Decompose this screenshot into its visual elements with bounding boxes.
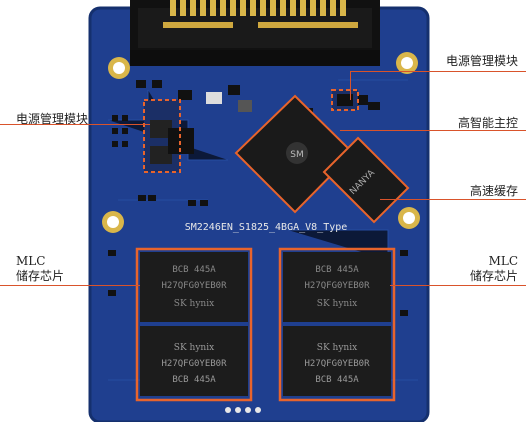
- callout-line-controller: [340, 130, 526, 131]
- svg-text:SK hynix: SK hynix: [174, 299, 214, 309]
- label-mlc-right: MLC 储存芯片: [470, 254, 518, 284]
- svg-text:H27QFG0YEB0R: H27QFG0YEB0R: [161, 281, 227, 291]
- label-power-module-left: 电源管理模块: [16, 112, 89, 126]
- callout-line-mlc-left: [0, 285, 140, 286]
- svg-text:SK hynix: SK hynix: [317, 299, 357, 309]
- nand-chip-right-top: BCB 445A H27QFG0YEB0R SK hynix: [283, 252, 391, 322]
- svg-text:SK hynix: SK hynix: [174, 343, 214, 353]
- label-mlc-left-line2: 储存芯片: [16, 269, 65, 283]
- svg-text:BCB 445A: BCB 445A: [315, 265, 359, 275]
- label-mlc-left: MLC 储存芯片: [16, 254, 64, 284]
- svg-text:BCB 445A: BCB 445A: [172, 265, 216, 275]
- label-controller: 高智能主控: [457, 116, 518, 130]
- svg-text:SM: SM: [290, 150, 303, 160]
- callout-line-cache: [380, 199, 526, 200]
- ssd-pcb-illustration: SM NANYA SM2246EN_S1825_4BGA_V8_Type BCB…: [88, 0, 430, 422]
- svg-text:SK hynix: SK hynix: [317, 343, 357, 353]
- sata-connector-icon: [130, 0, 380, 66]
- callout-line-power-right: [350, 71, 526, 72]
- svg-text:H27QFG0YEB0R: H27QFG0YEB0R: [161, 359, 227, 369]
- label-mlc-left-line1: MLC: [16, 254, 46, 268]
- callout-line-mlc-right: [390, 285, 526, 286]
- nand-chip-right-bottom: SK hynix H27QFG0YEB0R BCB 445A: [283, 326, 391, 396]
- nand-chip-left-top: BCB 445A H27QFG0YEB0R SK hynix: [140, 252, 248, 322]
- callout-line-power-left: [0, 124, 150, 125]
- nand-chip-left-bottom: SK hynix H27QFG0YEB0R BCB 445A: [140, 326, 248, 396]
- label-mlc-right-line1: MLC: [488, 254, 518, 268]
- callout-line-power-right-drop: [350, 71, 351, 100]
- svg-text:H27QFG0YEB0R: H27QFG0YEB0R: [304, 281, 370, 291]
- mount-hole-icon: [102, 52, 420, 233]
- label-cache: 高速缓存: [469, 184, 518, 198]
- cache-chip: NANYA: [322, 136, 410, 224]
- board-model-text: SM2246EN_S1825_4BGA_V8_Type: [185, 222, 348, 233]
- svg-text:BCB 445A: BCB 445A: [315, 375, 359, 385]
- label-mlc-right-line2: 储存芯片: [469, 269, 518, 283]
- label-power-module-right: 电源管理模块: [445, 54, 518, 68]
- svg-text:BCB 445A: BCB 445A: [172, 375, 216, 385]
- main-controller-chip: SM: [234, 94, 355, 214]
- svg-text:H27QFG0YEB0R: H27QFG0YEB0R: [304, 359, 370, 369]
